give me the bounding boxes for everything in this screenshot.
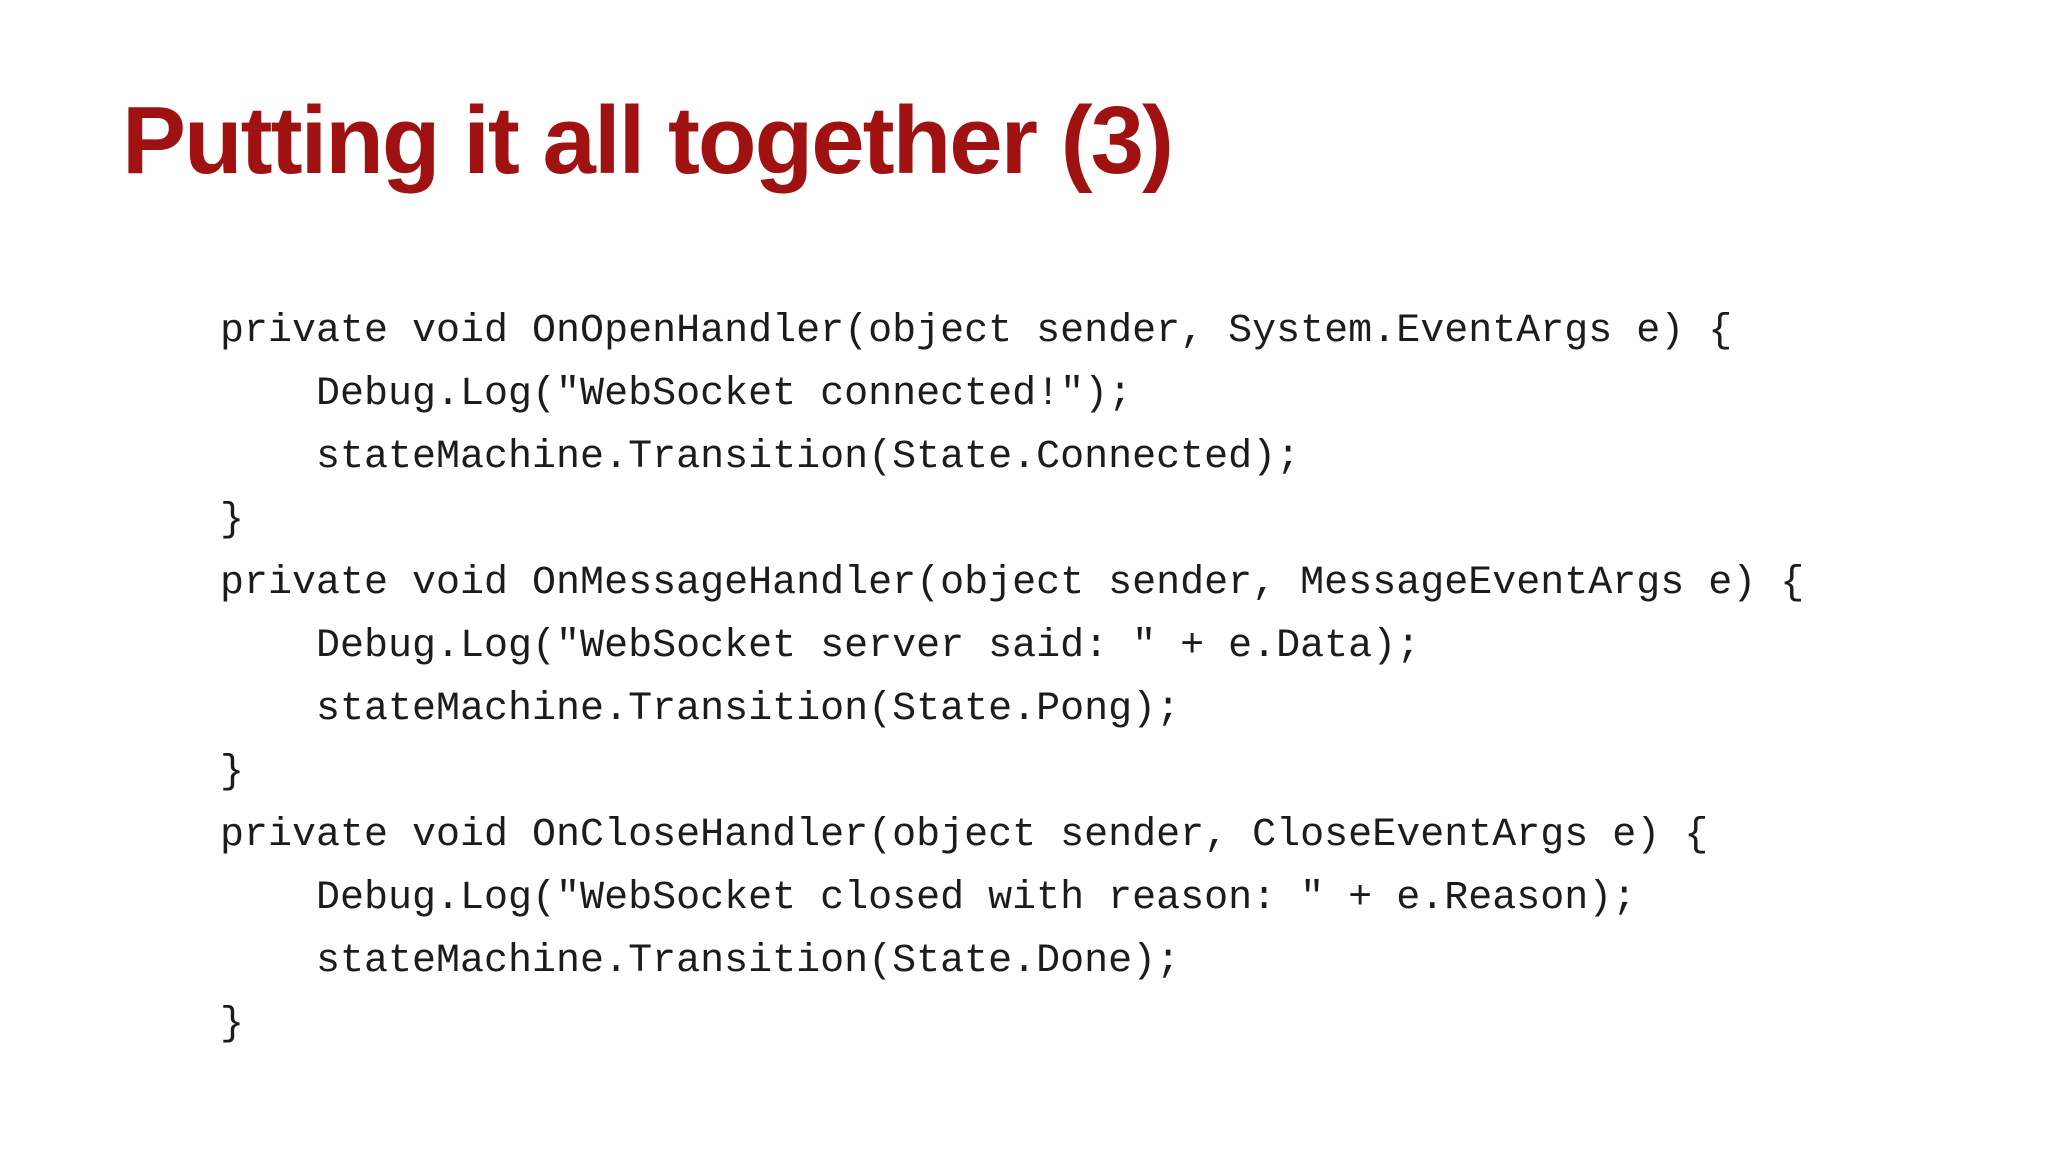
slide-title: Putting it all together (3) [122, 87, 1174, 194]
code-block: private void OnOpenHandler(object sender… [220, 309, 1805, 1047]
